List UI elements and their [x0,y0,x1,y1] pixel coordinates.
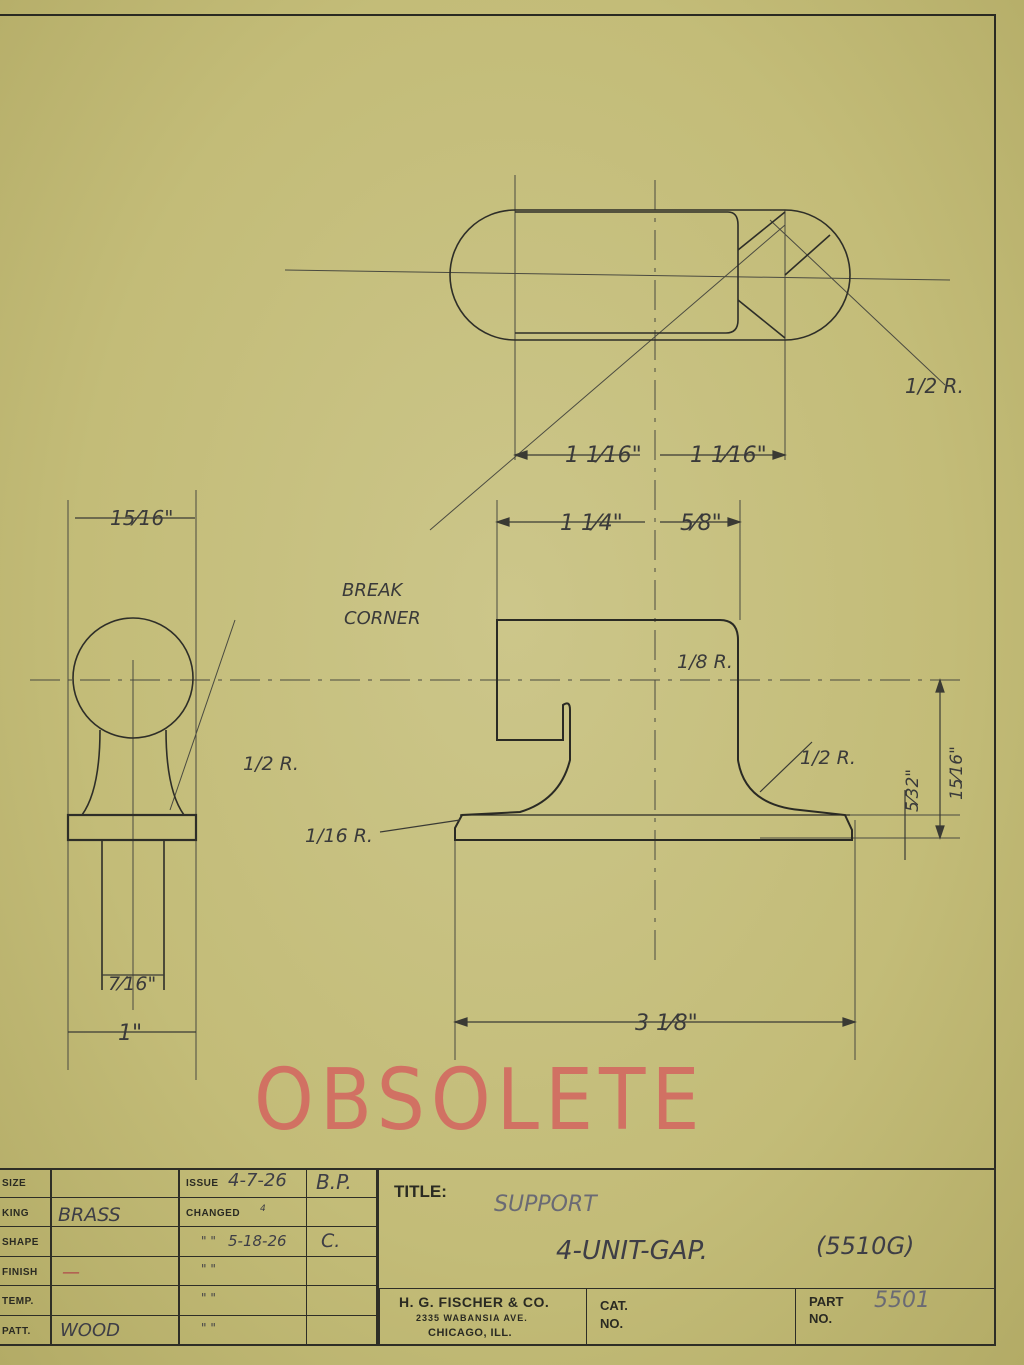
material-value: BRASS [58,1204,121,1226]
row-label-finish: FINISH [2,1267,38,1278]
cat-label: CAT. [600,1298,628,1313]
changed-date: 5-18-26 [228,1232,287,1250]
ditto-mark: " " [201,1262,216,1276]
row-label-shape: SHAPE [2,1237,39,1248]
note-r-eighth: 1/8 R. [677,651,733,673]
leader-line [759,741,813,793]
row-divider [0,1197,379,1227]
ditto-mark: " " [201,1291,216,1305]
arrow-head [935,678,945,693]
row-label-patt: PATT. [2,1326,31,1337]
issue-column [179,1168,379,1346]
part-no-label: NO. [809,1311,833,1326]
dim-1-1-4: 1 1⁄4" [560,511,623,536]
company-city: CHICAGO, ILL. [428,1327,513,1339]
center-line-top-view [284,269,951,281]
note-r-sixteenth: 1/16 R. [305,825,373,847]
dim-7-16: 7⁄16" [108,973,156,995]
ditto-mark: " " [201,1234,216,1248]
row-value-column [51,1168,179,1346]
leader-line [379,819,461,833]
pattern-value: WOOD [60,1320,120,1341]
arrow-head [842,1017,857,1027]
obsolete-stamp: OBSOLETE [254,1049,706,1150]
dim-1-1-16-left: 1 1⁄16" [565,443,642,468]
row-label-size: SIZE [2,1178,27,1189]
arrow-head [935,825,945,840]
note-r-half-top: 1/2 R. [905,374,964,398]
note-break: BREAK [342,580,404,601]
part-number: 5501 [874,1288,930,1313]
changed-initials: C. [321,1230,341,1252]
projection-line [429,224,786,531]
cat-no-label: NO. [600,1316,624,1331]
finish-value: — [62,1262,80,1283]
company-address: 2335 WABANSIA AVE. [416,1313,528,1323]
arrow-head [513,450,528,460]
row-divider [0,1315,379,1346]
dim-15-16-vertical: 15⁄16" [947,746,967,800]
note-r-half-mid: 1/2 R. [800,747,856,769]
arrow-head [495,517,510,527]
dim-1-1-16-right: 1 1⁄16" [690,443,767,468]
dim-3-1-8: 3 1⁄8" [635,1011,698,1036]
changed-number: 4 [260,1204,266,1214]
part-label: PART [809,1294,844,1309]
changed-label: CHANGED [186,1208,241,1219]
note-corner: CORNER [344,608,421,629]
arrow-head [453,1017,468,1027]
dim-5-8: 5⁄8" [680,511,722,536]
leader-line [769,219,946,386]
title-line-1: SUPPORT [494,1192,597,1217]
issue-date: 4-7-26 [228,1170,287,1191]
title-block: SIZE KING SHAPE FINISH TEMP. PATT. BRASS… [0,1168,996,1346]
ditto-mark: " " [201,1321,216,1335]
row-label-column [0,1168,51,1346]
arrow-head [772,450,787,460]
issue-initials: B.P. [316,1170,352,1194]
dim-5-32: 5⁄32" [903,769,923,812]
cat-cell [586,1288,796,1346]
front-view [454,619,853,841]
title-line-2: 4-UNIT-GAP. [556,1236,708,1266]
leader-line [169,619,236,811]
dim-15-16: 15⁄16" [110,506,173,530]
row-label-king: KING [2,1208,29,1219]
note-r-half-left: 1/2 R. [243,753,299,775]
side-view [66,617,198,990]
top-view [449,209,851,341]
row-divider [0,1256,379,1286]
title-reference: (5510G) [816,1232,915,1260]
initials-column [306,1168,379,1346]
issue-label: ISSUE [186,1178,219,1189]
row-label-temp: TEMP. [2,1296,34,1307]
title-label: TITLE: [394,1182,447,1201]
arrow-head [727,517,742,527]
bottom-row [379,1288,996,1346]
title-block-frame [0,1168,996,1346]
company-name: H. G. FISCHER & CO. [399,1294,550,1310]
dim-1: 1" [118,1021,142,1046]
